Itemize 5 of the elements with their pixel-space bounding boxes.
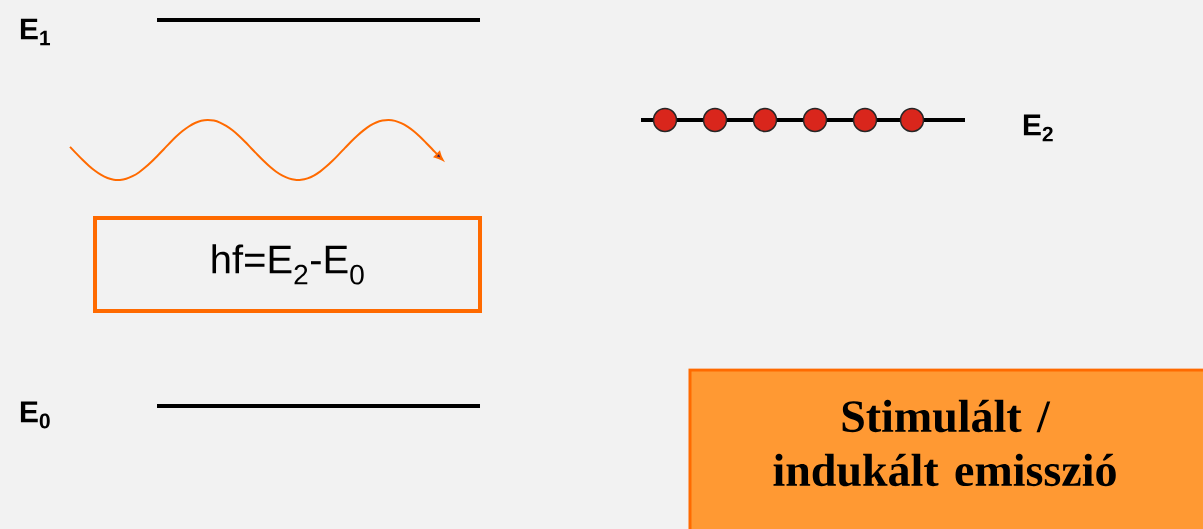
- level-label: E$_{1}$: [20, 18, 50, 46]
- formula-box: hf=E$_{2}$-E$_{0}$: [93, 216, 482, 313]
- level-label: E$_{0}$: [20, 401, 50, 429]
- title-box: Stimulált / indukált emisszió: [688, 368, 1203, 529]
- level-label: E$_{2}$: [1023, 114, 1053, 142]
